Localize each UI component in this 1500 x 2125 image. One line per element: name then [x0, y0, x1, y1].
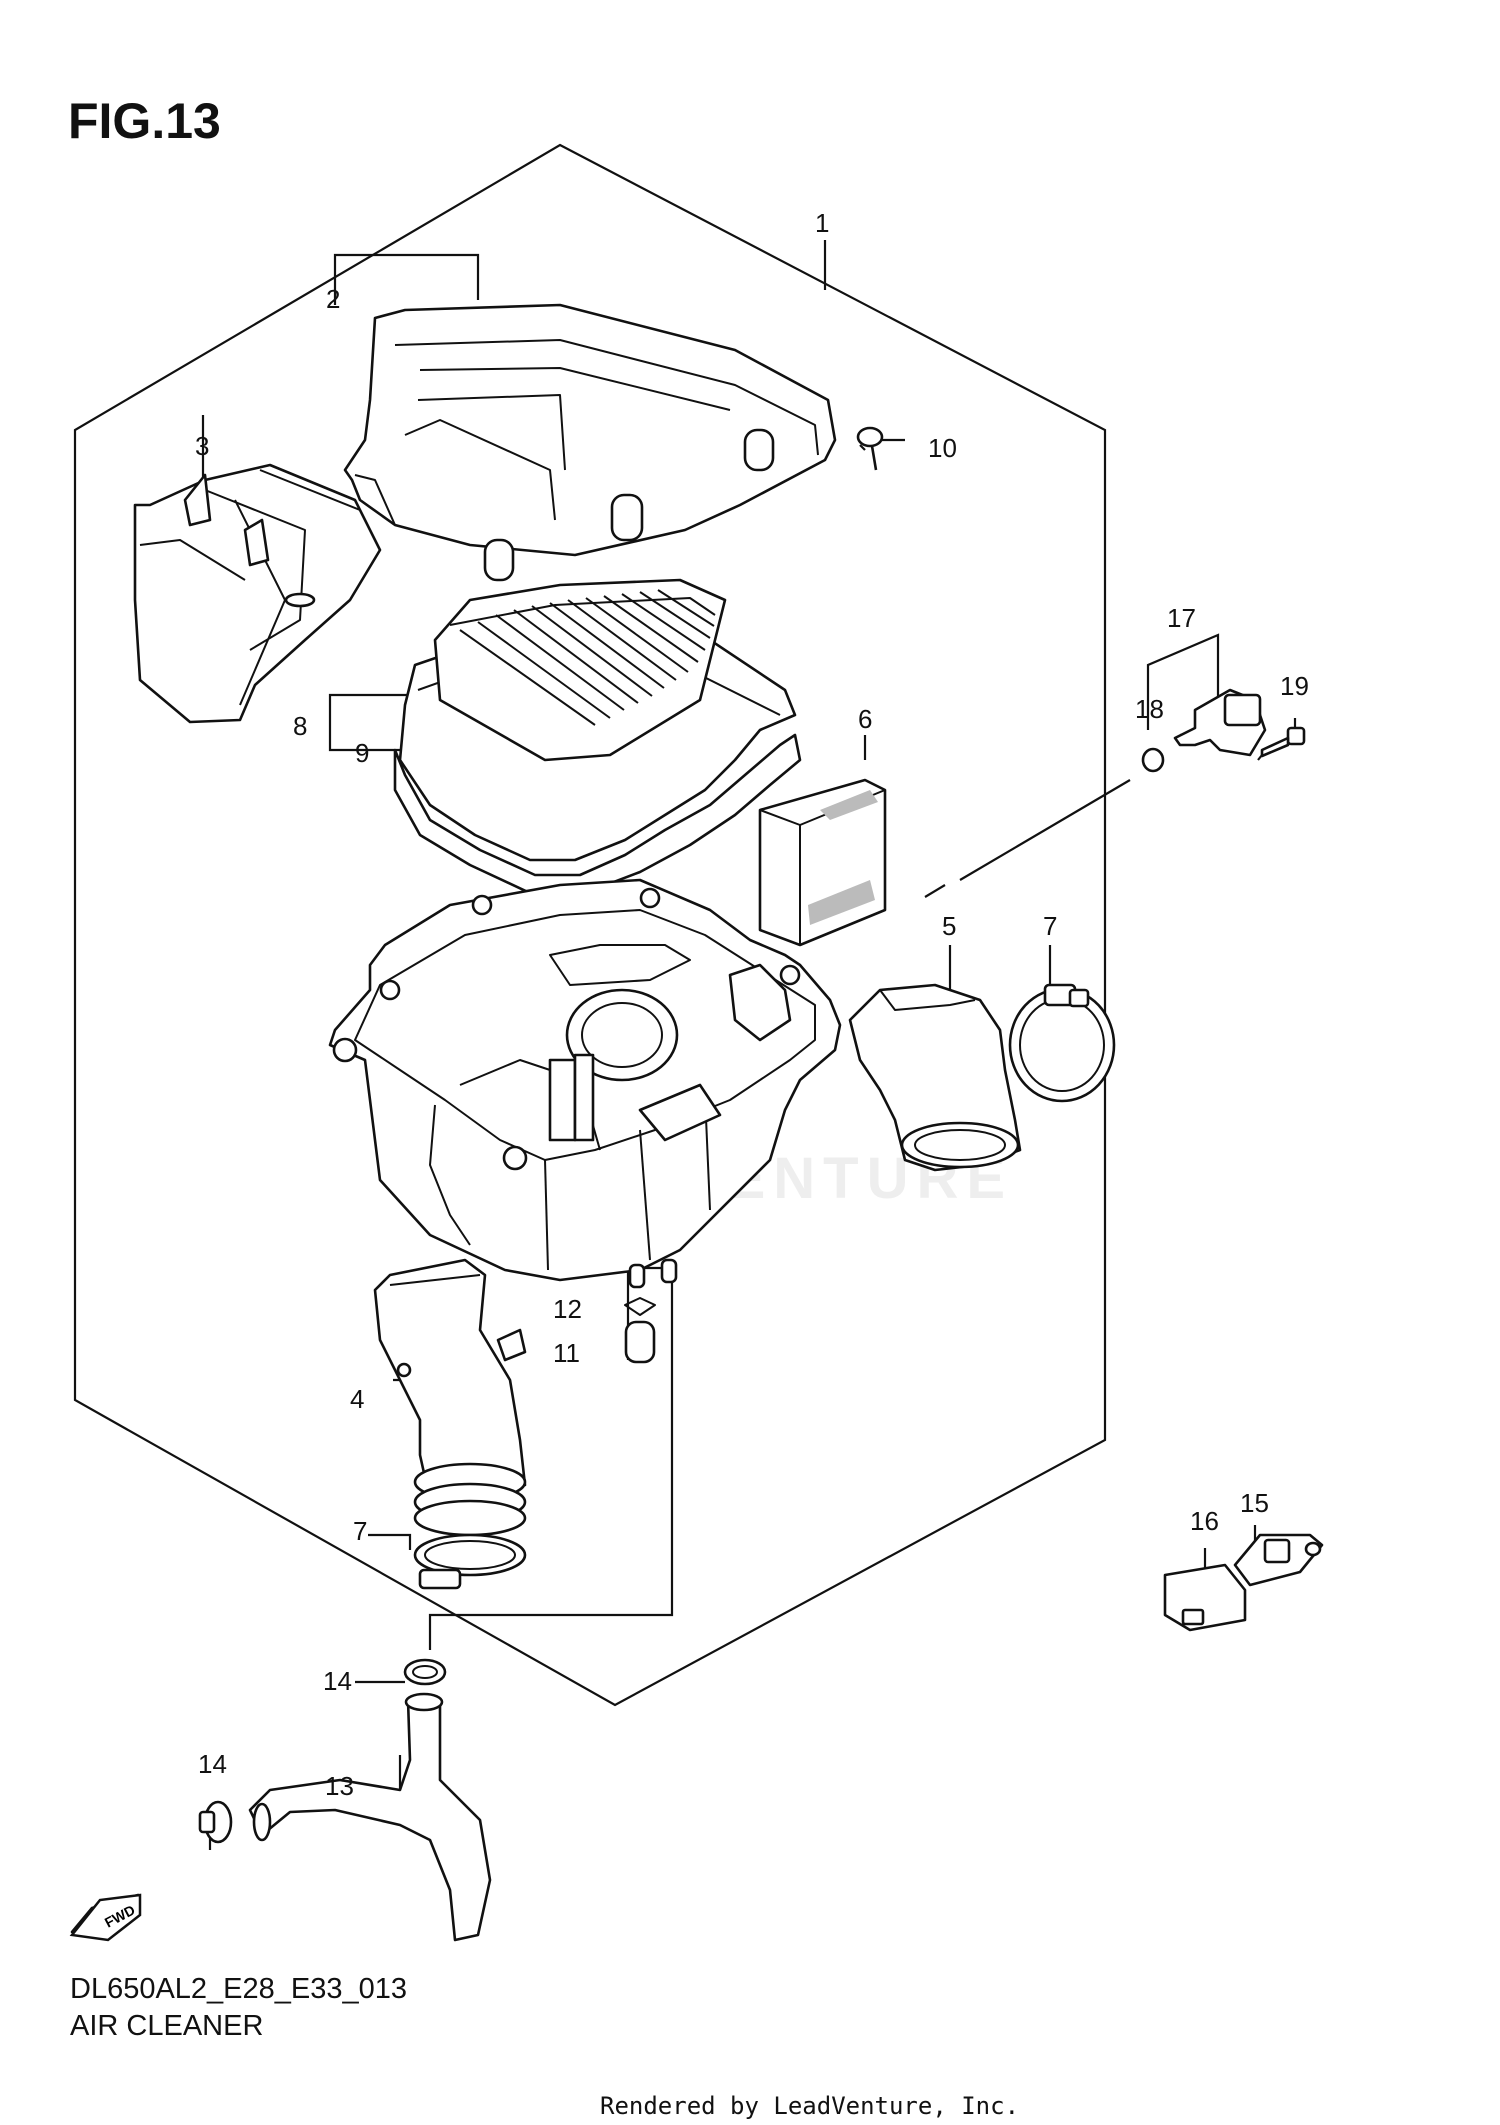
- fig-title: FIG.13: [68, 93, 221, 149]
- part-11-12-plug-and-clip: [624, 1297, 656, 1364]
- part-2-cleaner-cap: [343, 303, 837, 582]
- callout-15: 15: [1240, 1488, 1269, 1518]
- case-studs: [332, 887, 801, 1171]
- part-14-clamp-upper: [403, 1658, 447, 1686]
- part-17-sensor: [1173, 688, 1267, 757]
- part-1-cleaner-case: [328, 878, 842, 1289]
- assembly-frame: [73, 143, 1107, 1707]
- part-15-connector: [1233, 1533, 1324, 1587]
- part-19-screw: [1260, 726, 1306, 758]
- part-13-hose: [248, 1692, 492, 1942]
- callout-8: 8: [293, 711, 307, 741]
- callout-7b: 7: [353, 1516, 367, 1546]
- part-18-o-ring: [1141, 747, 1165, 773]
- callout-6: 6: [858, 704, 872, 734]
- part-4-drain-tube: [373, 1258, 527, 1537]
- filter-pleats: [459, 589, 715, 726]
- callout-19: 19: [1280, 671, 1309, 701]
- part-7-clamp-lower: [413, 1533, 527, 1590]
- callout-1: 1: [815, 208, 829, 238]
- callout-2: 2: [326, 284, 340, 314]
- part-8-9-filter-element: [393, 578, 802, 895]
- callout-numbers: 1 2 3 4 5 6 7 7 8 9 10 11 12 13 14 14 15…: [195, 208, 1309, 1801]
- part-16-connector: [1163, 1563, 1247, 1632]
- callout-12: 12: [553, 1294, 582, 1324]
- part-7-clamp-upper: [1008, 983, 1116, 1103]
- fwd-arrow-icon: FWD: [69, 1893, 142, 1942]
- part-10-screw: [856, 426, 884, 471]
- section-name-label: AIR CLEANER: [70, 2010, 264, 2042]
- callout-11: 11: [553, 1338, 580, 1368]
- part-14-clamp-lower: [198, 1800, 233, 1844]
- model-code-label: DL650AL2_E28_E33_013: [70, 1973, 408, 2005]
- callout-5: 5: [942, 911, 956, 941]
- callout-10: 10: [928, 433, 957, 463]
- callout-9: 9: [355, 738, 369, 768]
- callout-16: 16: [1190, 1506, 1219, 1536]
- footer-credit: Rendered by LeadVenture, Inc.: [600, 2092, 1020, 2120]
- callout-7a: 7: [1043, 911, 1057, 941]
- callout-18: 18: [1135, 694, 1164, 724]
- callout-13: 13: [325, 1771, 354, 1801]
- callout-4: 4: [350, 1384, 364, 1414]
- callout-3: 3: [195, 431, 209, 461]
- part-6-foam-block: [758, 778, 887, 947]
- callout-14b: 14: [198, 1749, 227, 1779]
- callout-14a: 14: [323, 1666, 352, 1696]
- part-5-intake-funnel: [848, 983, 1022, 1172]
- part-3-intake-duct: [133, 463, 382, 724]
- callout-17: 17: [1167, 603, 1196, 633]
